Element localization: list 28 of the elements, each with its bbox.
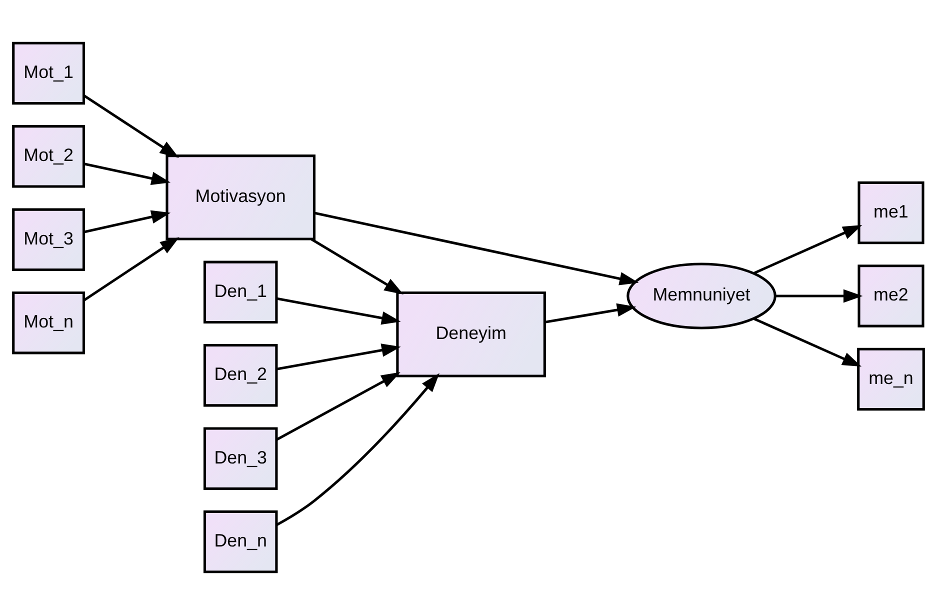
- arrow: [276, 343, 401, 370]
- arrow: [753, 224, 862, 274]
- node-box: Motivasyon: [166, 154, 316, 240]
- arrow: [83, 236, 180, 301]
- node-box: Mot_3: [12, 208, 86, 270]
- arrow: [276, 296, 401, 324]
- node-box: Den_2: [203, 344, 278, 406]
- node-box: Den_n: [203, 510, 278, 573]
- arrow: [83, 94, 179, 158]
- arrow: [310, 238, 404, 294]
- node-box: me1: [858, 180, 924, 244]
- node-box: Deneyim: [396, 291, 546, 377]
- arrow: [84, 210, 171, 233]
- node-box: Den_1: [203, 260, 278, 323]
- node-ellipse: Memnuniyet: [626, 262, 776, 329]
- arrow: [276, 372, 440, 526]
- node-box: Mot_2: [12, 124, 86, 188]
- node-box: Mot_1: [12, 41, 86, 104]
- node-box: Mot_n: [12, 291, 86, 354]
- node-box: Den_3: [203, 426, 278, 490]
- arrow: [276, 372, 400, 440]
- arrow: [776, 288, 863, 302]
- arrow: [753, 317, 862, 366]
- node-box: me2: [858, 264, 924, 327]
- node-box: me_n: [857, 347, 925, 410]
- arrow: [544, 302, 636, 323]
- arrow: [314, 211, 639, 285]
- arrow: [84, 162, 171, 185]
